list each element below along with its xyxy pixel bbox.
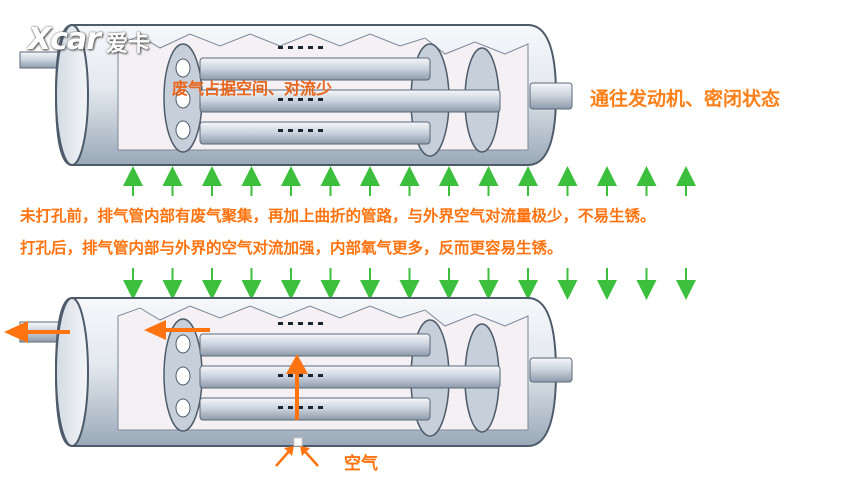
logo-brand: Xcar — [28, 22, 101, 57]
label-air: 空气 — [344, 454, 378, 474]
outlet-pipe-bottom — [529, 357, 573, 383]
muffler-top — [19, 24, 573, 166]
outlet-pipe-top — [529, 82, 573, 110]
perforations-top — [278, 46, 323, 132]
label-exhaust-occupies: 废气占据空间、对流少 — [172, 79, 333, 98]
inner-tube-top-1 — [199, 57, 431, 81]
drilled-hole — [293, 437, 303, 447]
air-in-left-head — [284, 446, 294, 456]
inner-tube-top-2 — [199, 89, 501, 113]
muffler-bottom — [4, 297, 573, 467]
baffle-hole — [175, 334, 191, 354]
logo-sub: 爱卡 — [106, 32, 151, 57]
endcap-bottom — [55, 297, 89, 447]
baffle-hole — [175, 398, 191, 418]
inner-tube-bottom-3 — [199, 397, 431, 421]
green-arrows-down — [123, 268, 696, 300]
baffle-hole — [175, 366, 191, 386]
flow-arrow-left-1-head — [144, 320, 166, 340]
air-in-right-head — [300, 446, 310, 456]
inner-tube-bottom-1 — [199, 333, 431, 357]
text-after-drilling: 打孔后，排气管内部与外界的空气对流加强，内部氧气更多，反而更容易生锈。 — [20, 239, 563, 257]
baffle-hole — [175, 120, 191, 140]
baffle-hole — [175, 58, 191, 78]
perforations-bottom — [278, 322, 323, 409]
text-before-drilling: 未打孔前，排气管内部有废气聚集，再加上曲折的管路，与外界空气对流量极少，不易生锈… — [20, 207, 656, 225]
inner-tube-bottom-2 — [199, 365, 501, 389]
endcap-top — [55, 24, 89, 166]
flow-arrow-up-head — [286, 354, 308, 374]
inner-tube-top-3 — [199, 121, 431, 145]
label-to-engine: 通往发动机、密闭状态 — [590, 88, 781, 110]
baffle-hole — [175, 89, 191, 109]
flow-arrow-left-2-head — [4, 321, 28, 343]
air-flow-arrows — [4, 320, 319, 467]
green-arrows-up — [123, 166, 696, 196]
